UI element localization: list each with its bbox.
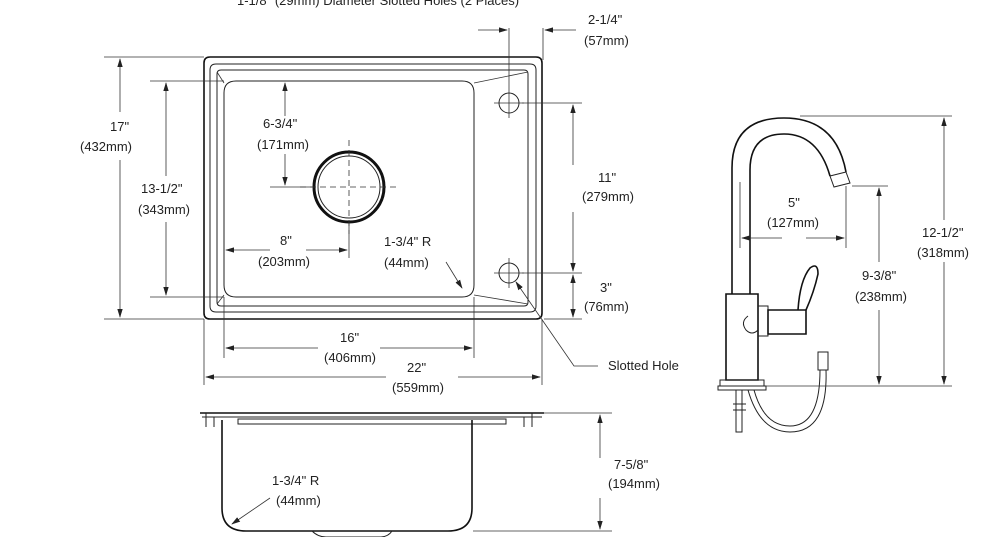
dimension-label: (279mm) [582, 189, 634, 204]
dim-hole-to-front: 3" (76mm) [544, 274, 629, 320]
dim-overall-width: 22" (559mm) [203, 319, 543, 395]
dimension-label: 1-3/4" R [272, 473, 319, 488]
dim-side-radius: 1-3/4" R (44mm) [231, 473, 321, 525]
dimension-label: (57mm) [584, 33, 629, 48]
dimension-label: 13-1/2" [141, 181, 183, 196]
dim-side-depth: 7-5/8" (194mm) [473, 412, 660, 532]
dimension-label: 22" [407, 360, 426, 375]
drain-outlet [300, 140, 398, 234]
dimension-label: 11" [598, 170, 616, 185]
faucet-side-view [717, 117, 851, 433]
dim-bowl-width: 16" (406mm) [223, 297, 475, 365]
dimension-label: (318mm) [917, 245, 969, 260]
dimension-label: (44mm) [276, 493, 321, 508]
dim-overall-depth: 17" (432mm) [80, 56, 204, 320]
dimension-label: (238mm) [855, 289, 907, 304]
dimension-label: 3" [600, 280, 612, 295]
dim-hole-spacing: 11" (279mm) [522, 102, 634, 274]
dimension-label: 12-1/2" [922, 225, 964, 240]
dimension-label: 16" [340, 330, 359, 345]
dimension-label: (343mm) [138, 202, 190, 217]
sink-top-view [203, 56, 543, 320]
slotted-hole-callout: Slotted Hole [515, 281, 679, 373]
dimension-label: 17" [110, 119, 129, 134]
dimension-label: (432mm) [80, 139, 132, 154]
dimension-label: 8" [280, 233, 292, 248]
dimension-label: 5" [788, 195, 800, 210]
dimension-label: (76mm) [584, 299, 629, 314]
dim-drain-from-back: 6-3/4" (171mm) [257, 82, 312, 188]
dim-faucet-height: 12-1/2" (318mm) [800, 115, 969, 387]
dim-bowl-depth: 13-1/2" (343mm) [138, 80, 224, 298]
slotted-holes-note: 1-1/8" (29mm) Diameter Slotted Holes (2 … [237, 0, 519, 8]
dim-bowl-radius: 1-3/4" R (44mm) [384, 234, 463, 289]
dimension-label: 1-3/4" R [384, 234, 431, 249]
faucet-hole-top [494, 88, 524, 118]
dimension-label: (406mm) [324, 350, 376, 365]
dimension-label: (171mm) [257, 137, 309, 152]
dimension-label: 2-1/4" [588, 12, 623, 27]
dimension-label: (44mm) [384, 255, 429, 270]
dim-drain-from-side: 8" (203mm) [225, 222, 350, 269]
dimension-label: 7-5/8" [614, 457, 649, 472]
dimension-label: (127mm) [767, 215, 819, 230]
bowl-outline [223, 80, 475, 298]
dimension-label: 6-3/4" [263, 116, 298, 131]
faucet-hole-bottom [494, 258, 524, 288]
sink-side-view [200, 412, 544, 537]
dimension-label: (559mm) [392, 380, 444, 395]
dimension-label: Slotted Hole [608, 358, 679, 373]
sink-bowl-profile [221, 420, 473, 532]
dim-spout-reach: 5" (127mm) [739, 182, 847, 248]
dim-hole-offset: 2-1/4" (57mm) [478, 12, 629, 88]
dimension-label: 9-3/8" [862, 268, 897, 283]
dimension-label: (194mm) [608, 476, 660, 491]
dimension-label: (203mm) [258, 254, 310, 269]
dim-spout-height: 9-3/8" (238mm) [766, 185, 907, 387]
